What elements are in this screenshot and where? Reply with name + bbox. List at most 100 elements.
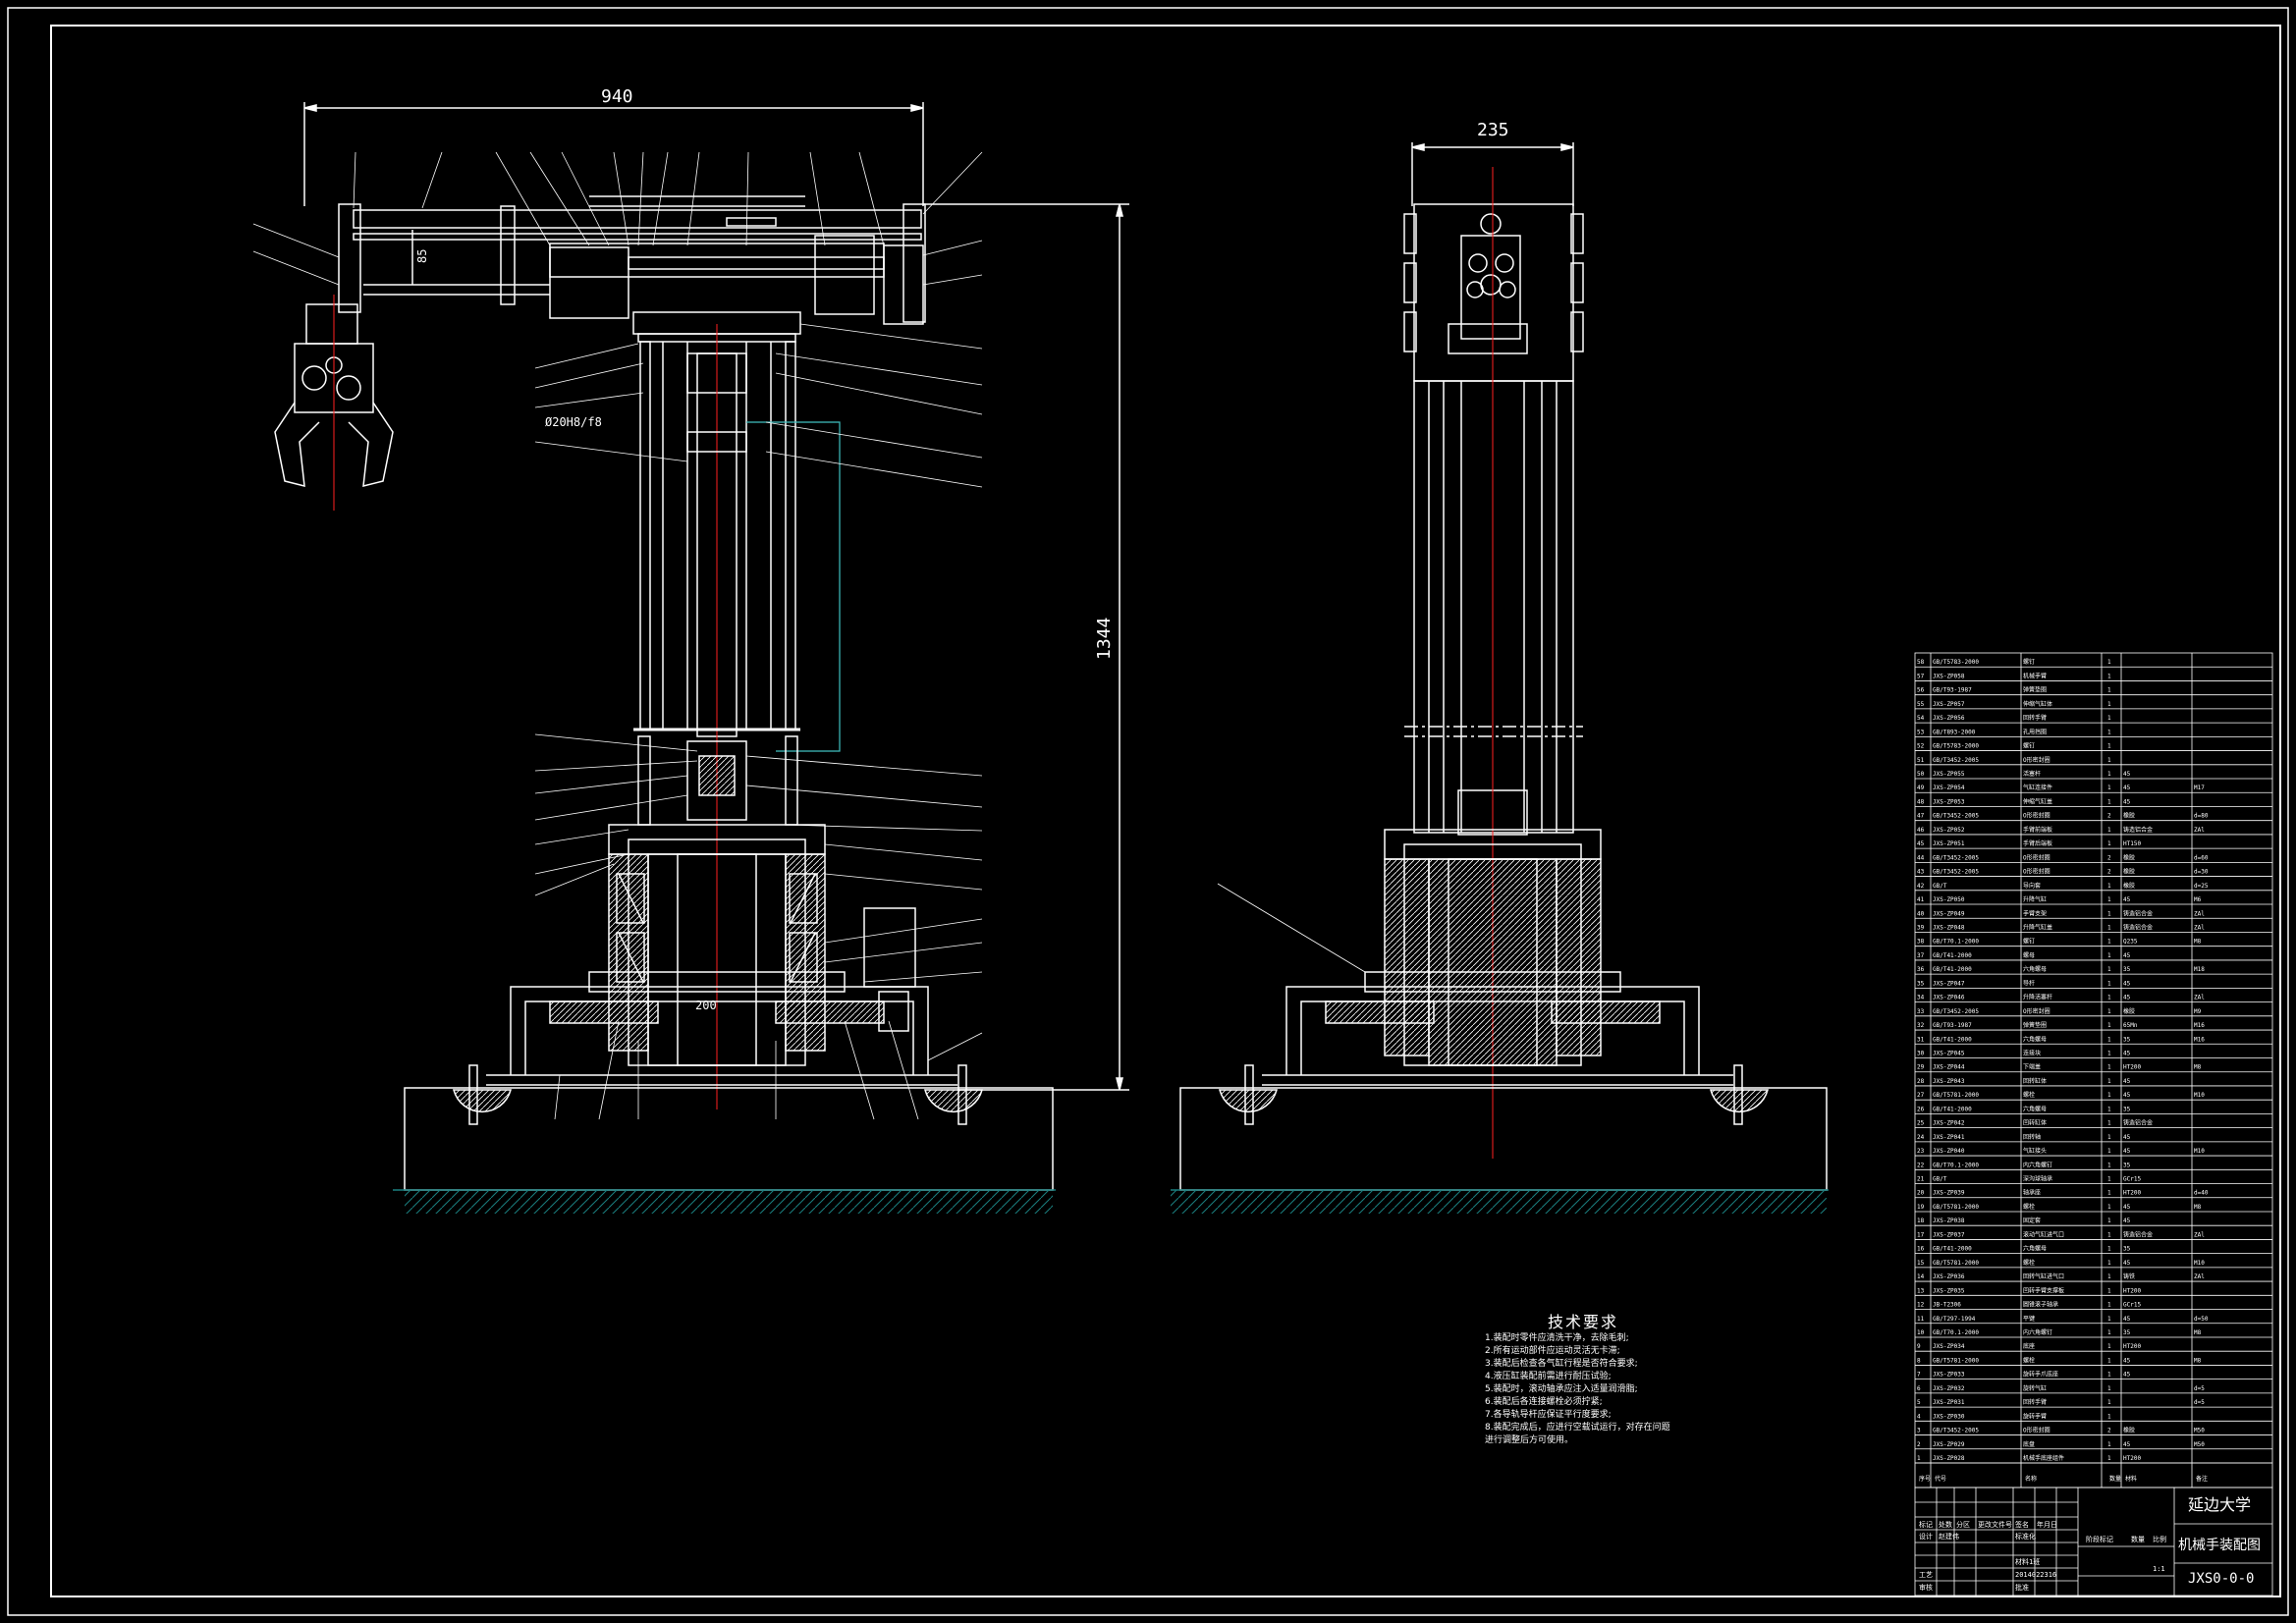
bom-cell: 25 (1917, 1120, 1925, 1127)
bom-cell: 底座 (2023, 1342, 2035, 1350)
bom-cell: 1 (2107, 771, 2111, 778)
title-scale: 1:1 (2153, 1565, 2165, 1573)
bom-cell: O形密封圈 (2023, 1427, 2050, 1434)
outer-border (7, 7, 2289, 1616)
dim-depth-235: 235 (1477, 120, 1509, 140)
bom-cell: 1 (2107, 715, 2111, 722)
dim-bore: 200 (695, 999, 717, 1012)
bom-cell: 26 (1917, 1106, 1925, 1112)
tech-item: 6.装配后各连接螺栓必须拧紧; (1485, 1397, 1603, 1407)
title-col-date: 年月日 (2037, 1520, 2057, 1529)
bom-cell: 52 (1917, 743, 1925, 750)
bom-cell: 55 (1917, 701, 1925, 708)
bom-cell: GB/T41-2000 (1933, 966, 1972, 973)
bom-cell: JXS-ZP047 (1933, 980, 1965, 987)
bom-cell: JXS-ZP045 (1933, 1051, 1965, 1057)
bom-cell: 45 (2123, 1092, 2131, 1099)
bom-cell: 45 (2123, 1051, 2131, 1057)
leader-lines (252, 151, 983, 1120)
bom-cell: 40 (1917, 910, 1925, 917)
bom-cell: 橡胶 (2123, 882, 2135, 890)
title-col-doc: 更改文件号 (1978, 1520, 2012, 1529)
bom-cell: GB/T3452-2005 (1933, 757, 1979, 764)
bom-cell: 气缸连接件 (2023, 784, 2052, 791)
title-class: 材料1班 (2015, 1557, 2040, 1566)
bom-cell: 孔用挡圈 (2023, 728, 2047, 735)
bom-cell: 铸造铝合金 (2123, 1230, 2153, 1238)
bom-cell: 30 (1917, 1051, 1925, 1057)
bom-cell: 1 (2107, 1190, 2111, 1197)
bom-cell: 45 (2123, 1357, 2131, 1364)
bom-cell: GB/T3452-2005 (1933, 1008, 1979, 1015)
bom-cell: 橡胶 (2123, 1007, 2135, 1015)
bom-cell: 51 (1917, 757, 1925, 764)
tech-item: 1.装配时零件应清洗干净，去除毛刺; (1485, 1333, 1629, 1343)
bom-cell: 1 (2107, 1134, 2111, 1141)
bom-cell: 1 (2107, 687, 2111, 694)
bom-cell: 1 (2107, 743, 2111, 750)
bom-header-cell: 材料 (2125, 1475, 2137, 1483)
bom-header-cell: 名称 (2025, 1475, 2037, 1483)
bom-cell: 37 (1917, 952, 1925, 959)
title-designer-label: 设计 (1919, 1532, 1933, 1541)
tech-item: 8.装配完成后，应进行空载试运行，对存在问题 (1485, 1423, 1670, 1433)
bom-cell: 35 (2123, 1162, 2131, 1168)
bom-cell: 1 (2107, 1092, 2111, 1099)
bom-cell: JXS-ZP041 (1933, 1134, 1965, 1141)
bom-cell: 1 (2107, 784, 2111, 791)
bom-cell: 螺栓 (2023, 1203, 2035, 1211)
bom-cell: 1 (1917, 1455, 1921, 1462)
bom-cell: 六角螺母 (2023, 1245, 2047, 1253)
bom-cell: 7 (1917, 1372, 1921, 1379)
bom-cell: d=25 (2194, 883, 2209, 890)
bom-cell: JXS-ZP039 (1933, 1190, 1965, 1197)
bom-cell: GB/T5781-2000 (1933, 1357, 1979, 1364)
bom-cell: d=80 (2194, 813, 2209, 820)
bom-cell: JXS-ZP057 (1933, 701, 1965, 708)
bom-cell: GB/T41-2000 (1933, 1106, 1972, 1112)
bom-cell: 45 (2123, 1134, 2131, 1141)
bom-cell: JXS-ZP044 (1933, 1064, 1965, 1071)
bom-cell: JXS-ZP053 (1933, 798, 1965, 805)
bom-cell: 1 (2107, 910, 2111, 917)
bom-cell: d=5 (2194, 1385, 2205, 1392)
bom-cell: 38 (1917, 939, 1925, 946)
bom-cell: 45 (2123, 784, 2131, 791)
bom-cell: 1 (2107, 1357, 2111, 1364)
bom-cell: d=30 (2194, 869, 2209, 876)
bom-cell: 1 (2107, 673, 2111, 679)
bom-cell: 2 (2107, 869, 2111, 876)
bom-cell: M10 (2194, 1148, 2205, 1155)
bom-cell: 35 (2123, 1246, 2131, 1253)
bom-cell: GB/T5783-2000 (1933, 743, 1979, 750)
bom-cell: 1 (2107, 798, 2111, 805)
bom-cell: JB-T2306 (1933, 1302, 1961, 1309)
bom-cell: 47 (1917, 813, 1925, 820)
bom-cell: 57 (1917, 673, 1925, 679)
title-col-count: 处数 (1939, 1520, 1952, 1529)
bom-cell: 气缸接头 (2023, 1147, 2047, 1155)
bom-cell: 升降气缸 (2023, 895, 2047, 903)
bom-cell: HT200 (2123, 1287, 2141, 1294)
dim-fit: Ø20H8/f8 (545, 415, 602, 429)
bom-cell: 43 (1917, 869, 1925, 876)
bom-cell: 1 (2107, 1260, 2111, 1267)
bom-cell: 螺钉 (2023, 742, 2035, 750)
bom-cell: 27 (1917, 1092, 1925, 1099)
bom-cell: 橡胶 (2123, 812, 2135, 820)
bom-cell: 1 (2107, 980, 2111, 987)
bom-cell: 39 (1917, 924, 1925, 931)
bom-cell: JXS-ZP051 (1933, 840, 1965, 847)
bom-cell: JXS-ZP058 (1933, 673, 1965, 679)
bom-cell: 滚动气缸进气口 (2023, 1230, 2064, 1238)
title-qty-label: 数量 (2131, 1535, 2145, 1543)
title-approve-label: 批准 (2015, 1583, 2029, 1592)
bom-cell: 活塞杆 (2023, 770, 2041, 778)
bom-cell: JXS-ZP042 (1933, 1120, 1965, 1127)
bom-cell: 19 (1917, 1204, 1925, 1211)
bom-cell: GB/T41-2000 (1933, 1246, 1972, 1253)
bom-cell: JXS-ZP040 (1933, 1148, 1965, 1155)
bom-cell: 1 (2107, 1022, 2111, 1029)
bom-cell: 2 (1917, 1441, 1921, 1448)
